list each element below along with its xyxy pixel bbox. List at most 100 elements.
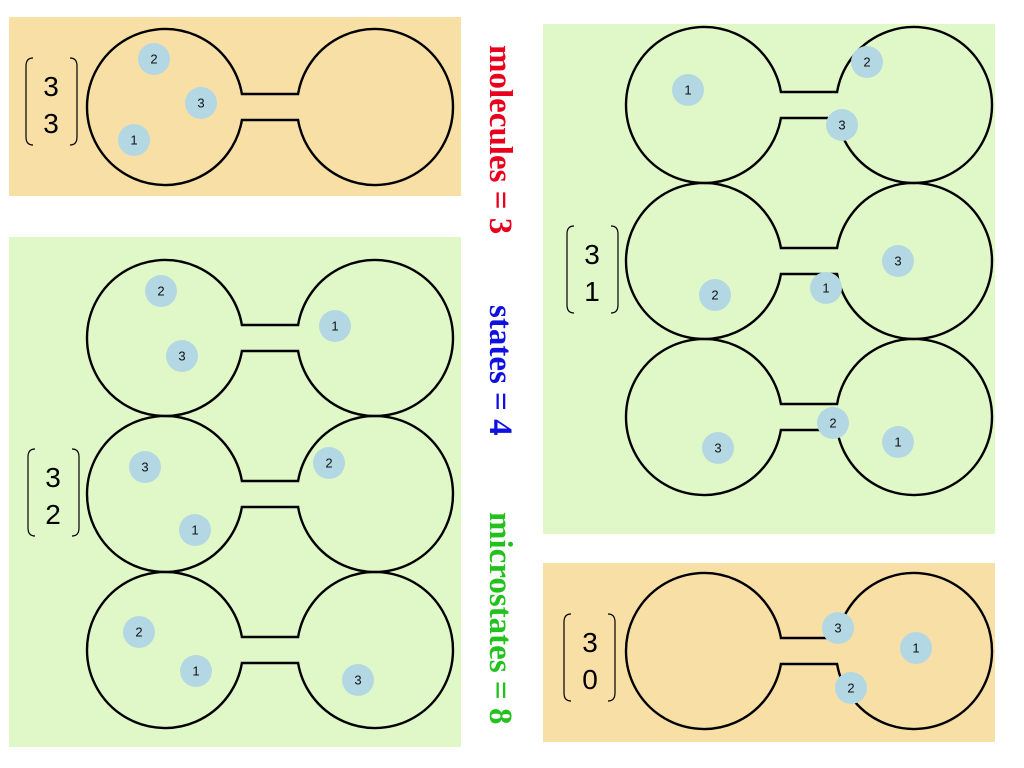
molecules-label: molecules = 3 [482, 45, 518, 234]
right-bracket [69, 57, 78, 146]
molecule-label: 1 [822, 281, 829, 296]
molecule-circle [138, 43, 170, 75]
left-bracket [25, 57, 34, 146]
right-bracket [610, 225, 619, 314]
right-bracket [607, 613, 616, 702]
flask-state-3-1-2 [624, 181, 994, 341]
molecule-circle [129, 451, 161, 483]
states-label: states = 4 [482, 305, 518, 436]
binom-top: 3 [43, 71, 59, 102]
molecule-circle [822, 612, 854, 644]
molecule-circle [702, 432, 734, 464]
binom-bottom: 2 [45, 499, 61, 530]
molecule-label: 3 [894, 254, 901, 269]
flask-state-3-2-1 [85, 258, 455, 418]
molecule-label: 2 [157, 284, 164, 299]
molecule-3: 3 [185, 87, 217, 119]
flask-state-3-3-1 [85, 27, 455, 187]
molecule-circle [835, 672, 867, 704]
binomial-coefficient: 3 1 [566, 225, 619, 314]
molecule-label: 1 [192, 664, 199, 679]
molecule-circle [166, 340, 198, 372]
molecule-label: 1 [684, 83, 691, 98]
molecule-circle [123, 616, 155, 648]
binomial-coefficient: 3 2 [27, 448, 80, 537]
molecule-3: 3 [822, 612, 854, 644]
molecule-circle [185, 87, 217, 119]
molecule-label: 3 [197, 96, 204, 111]
molecule-1: 1 [179, 514, 211, 546]
molecule-2: 2 [138, 43, 170, 75]
molecule-label: 1 [894, 435, 901, 450]
molecule-2: 2 [699, 279, 731, 311]
molecule-circle [900, 632, 932, 664]
microstates-label: microstates = 8 [482, 512, 518, 724]
molecule-label: 3 [838, 118, 845, 133]
molecule-2: 2 [145, 275, 177, 307]
molecule-circle [672, 74, 704, 106]
molecule-1: 1 [118, 124, 150, 156]
molecule-label: 2 [135, 625, 142, 640]
molecule-circle [145, 275, 177, 307]
molecule-label: 2 [847, 681, 854, 696]
panel-background-state-3-1 [543, 24, 995, 534]
molecule-3: 3 [826, 109, 858, 141]
molecule-circle [313, 447, 345, 479]
molecule-2: 2 [123, 616, 155, 648]
right-bracket [71, 448, 80, 537]
molecule-circle [118, 124, 150, 156]
binom-top: 3 [584, 239, 600, 270]
molecule-2: 2 [817, 407, 849, 439]
molecule-circle [699, 279, 731, 311]
molecule-1: 1 [900, 632, 932, 664]
molecule-label: 1 [130, 133, 137, 148]
molecule-circle [810, 272, 842, 304]
flask-state-3-0-1 [624, 571, 994, 731]
binom-bottom: 3 [43, 108, 59, 139]
molecule-label: 1 [191, 523, 198, 538]
molecule-1: 1 [672, 74, 704, 106]
molecule-label: 1 [331, 319, 338, 334]
molecule-circle [319, 310, 351, 342]
molecule-2: 2 [313, 447, 345, 479]
panel-background-state-3-2 [9, 237, 461, 747]
molecule-circle [180, 655, 212, 687]
molecule-circle [882, 245, 914, 277]
left-bracket [563, 613, 572, 702]
molecule-label: 2 [325, 456, 332, 471]
molecule-circle [882, 426, 914, 458]
binomial-coefficient: 3 3 [25, 57, 78, 146]
binom-bottom: 0 [582, 664, 598, 695]
molecule-label: 2 [829, 416, 836, 431]
molecule-label: 3 [141, 460, 148, 475]
molecule-label: 2 [863, 55, 870, 70]
molecule-1: 1 [319, 310, 351, 342]
molecule-1: 1 [810, 272, 842, 304]
molecule-label: 3 [834, 621, 841, 636]
molecule-1: 1 [180, 655, 212, 687]
molecule-3: 3 [166, 340, 198, 372]
molecule-1: 1 [882, 426, 914, 458]
molecule-3: 3 [882, 245, 914, 277]
molecule-label: 3 [714, 441, 721, 456]
molecule-label: 3 [354, 673, 361, 688]
binom-bottom: 1 [584, 276, 600, 307]
molecule-3: 3 [129, 451, 161, 483]
molecule-3: 3 [702, 432, 734, 464]
molecule-label: 3 [178, 349, 185, 364]
molecule-circle [342, 664, 374, 696]
binomial-coefficient: 3 0 [563, 613, 616, 702]
flask-state-3-2-3 [85, 570, 455, 730]
molecule-label: 2 [150, 52, 157, 67]
molecule-circle [179, 514, 211, 546]
flask-state-3-2-2 [85, 414, 455, 574]
molecule-circle [851, 46, 883, 78]
molecule-2: 2 [835, 672, 867, 704]
left-bracket [27, 448, 36, 537]
molecule-circle [817, 407, 849, 439]
molecule-2: 2 [851, 46, 883, 78]
binom-top: 3 [582, 627, 598, 658]
molecule-label: 1 [912, 641, 919, 656]
binom-top: 3 [45, 462, 61, 493]
